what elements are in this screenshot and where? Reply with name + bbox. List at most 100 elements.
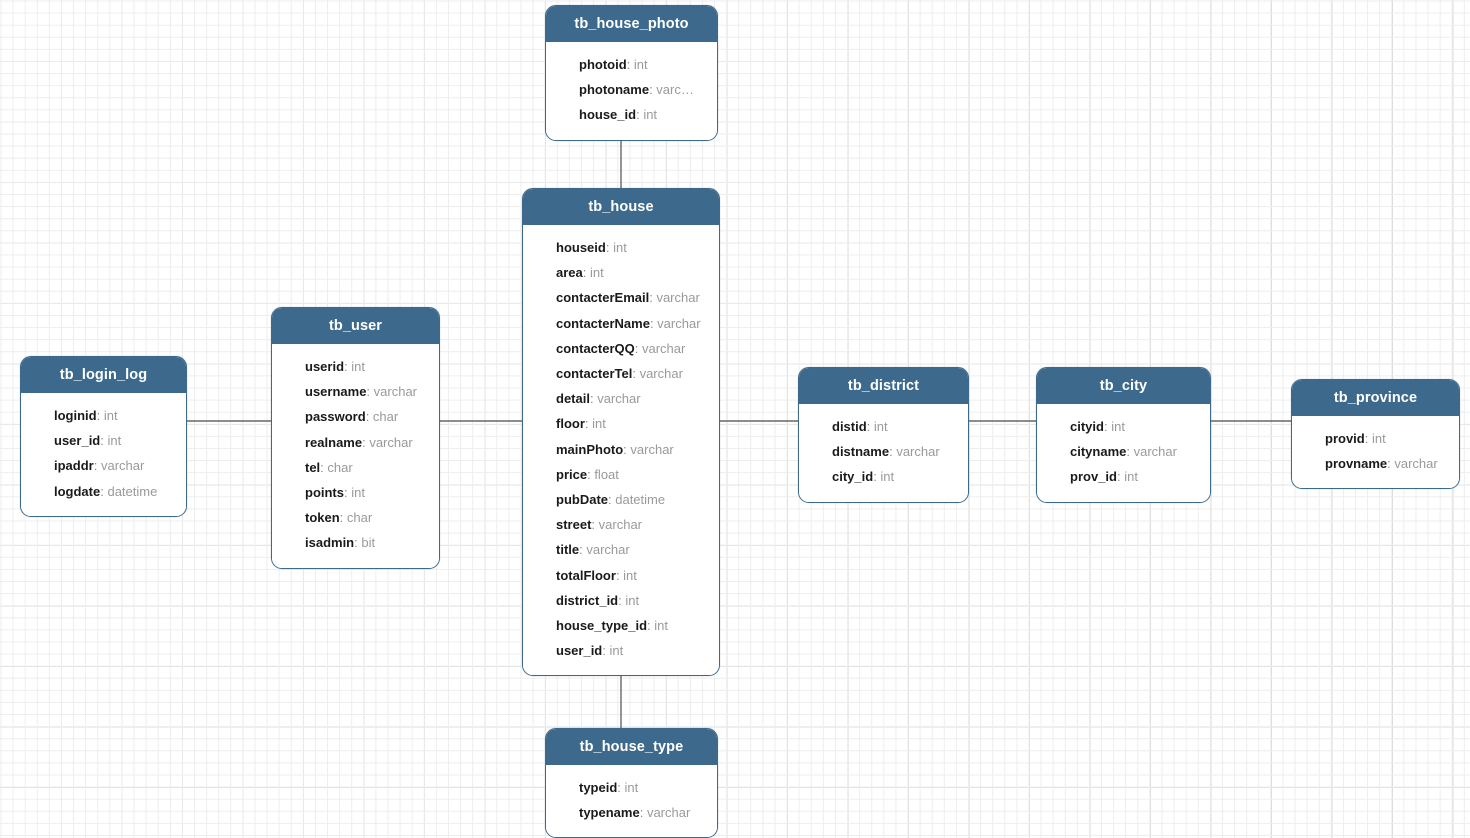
field-row[interactable]: floor: int (523, 411, 719, 436)
field-row[interactable]: cityid: int (1037, 414, 1210, 439)
field-row[interactable]: district_id: int (523, 588, 719, 613)
field-row[interactable]: contacterTel: varchar (523, 361, 719, 386)
field-row[interactable]: userid: int (272, 354, 439, 379)
field-type: varchar (1394, 456, 1438, 472)
field-row[interactable]: ipaddr: varchar (21, 453, 186, 478)
field-row[interactable]: contacterQQ: varchar (523, 336, 719, 361)
field-row[interactable]: token: char (272, 505, 439, 530)
field-name: typeid (579, 780, 618, 795)
field-name: title (556, 542, 580, 558)
field-separator: : (344, 359, 352, 374)
field-name: contacterEmail (556, 290, 650, 306)
field-row[interactable]: password: char (272, 404, 439, 429)
field-name: house_type_id (556, 618, 648, 634)
field-type: char (372, 409, 399, 425)
entity-title-tb_house_type: tb_house_type (546, 729, 717, 765)
field-row[interactable]: area: int (523, 260, 719, 285)
field-row[interactable]: contacterName: varchar (523, 311, 719, 336)
field-type: int (107, 433, 122, 449)
field-separator: : (366, 384, 374, 400)
field-name: detail (556, 391, 590, 407)
field-row[interactable]: user_id: int (21, 428, 186, 453)
field-row[interactable]: detail: varchar (523, 386, 719, 411)
field-separator: : (866, 419, 874, 434)
field-separator: : (649, 82, 657, 98)
field-name: password (305, 409, 366, 425)
field-type: varchar (896, 444, 940, 460)
field-name: photoname (579, 82, 650, 98)
field-row[interactable]: loginid: int (21, 403, 186, 428)
field-row[interactable]: mainPhoto: varchar (523, 437, 719, 462)
field-name: city_id (832, 469, 874, 485)
field-row[interactable]: logdate: datetime (21, 479, 186, 504)
field-row[interactable]: street: varchar (523, 512, 719, 537)
field-row[interactable]: contacterEmail: varchar (523, 285, 719, 310)
field-name: contacterTel (556, 366, 633, 382)
field-row[interactable]: house_id: int (546, 102, 717, 127)
field-row[interactable]: prov_id: int (1037, 464, 1210, 489)
field-row[interactable]: points: int (272, 480, 439, 505)
field-type: varchar (657, 315, 701, 331)
field-row[interactable]: isadmin: bit (272, 530, 439, 555)
field-separator: : (100, 433, 108, 449)
field-name: distid (832, 419, 867, 434)
field-row[interactable]: username: varchar (272, 379, 439, 404)
field-separator: : (93, 458, 101, 474)
entity-title-tb_login_log: tb_login_log (21, 357, 186, 393)
field-separator: : (889, 444, 897, 460)
field-type: varchar (639, 366, 683, 382)
field-row[interactable]: city_id: int (799, 464, 968, 489)
field-type: int (654, 618, 668, 634)
field-row[interactable]: provname: varchar (1292, 451, 1459, 476)
field-name: photoid (579, 57, 627, 72)
field-name: cityid (1070, 419, 1104, 434)
field-type: char (346, 510, 373, 526)
field-row[interactable]: title: varchar (523, 537, 719, 562)
field-separator: : (636, 107, 644, 123)
field-separator: : (344, 485, 352, 501)
field-row[interactable]: user_id: int (523, 638, 719, 663)
field-row[interactable]: photoid: int (546, 52, 717, 77)
field-row[interactable]: typename: varchar (546, 800, 717, 825)
field-row[interactable]: distname: varchar (799, 439, 968, 464)
field-row[interactable]: pubDate: datetime (523, 487, 719, 512)
field-row[interactable]: totalFloor: int (523, 563, 719, 588)
field-row[interactable]: provid: int (1292, 426, 1459, 451)
field-row[interactable]: houseid: int (523, 235, 719, 260)
field-name: typename (579, 805, 640, 821)
field-type: int (643, 107, 658, 123)
field-type: int (873, 419, 888, 434)
field-row[interactable]: cityname: varchar (1037, 439, 1210, 464)
field-type: int (589, 265, 604, 281)
field-type: varc… (656, 82, 694, 98)
field-row[interactable]: tel: char (272, 455, 439, 480)
field-name: token (305, 510, 340, 526)
field-row[interactable]: distid: int (799, 414, 968, 439)
field-name: contacterName (556, 315, 650, 331)
field-separator: : (647, 618, 655, 634)
field-type: bit (361, 535, 376, 551)
field-row[interactable]: realname: varchar (272, 430, 439, 455)
field-row[interactable]: photoname: varc… (546, 77, 717, 102)
field-separator: : (584, 416, 593, 432)
field-row[interactable]: typeid: int (546, 775, 717, 800)
field-row[interactable]: price: float (523, 462, 719, 487)
field-separator: : (100, 483, 108, 499)
entity-title-tb_city: tb_city (1037, 368, 1210, 404)
field-name: user_id (54, 433, 101, 449)
field-row[interactable]: house_type_id: int (523, 613, 719, 638)
field-type: int (623, 567, 637, 583)
